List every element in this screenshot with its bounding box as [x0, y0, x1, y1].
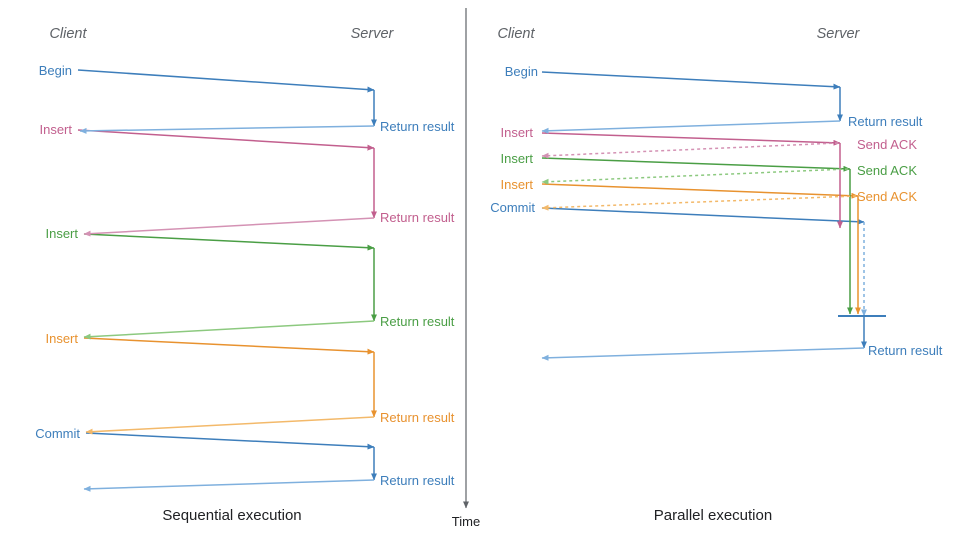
- client-message-label: Insert: [500, 177, 533, 192]
- arrow-begin-request: [77, 69, 375, 93]
- arrow-insert2-request: [541, 157, 851, 172]
- arrow-commit-request: [541, 207, 865, 225]
- server-message-label: Return result: [380, 410, 455, 425]
- actor-label-client: Client: [497, 26, 535, 42]
- arrow-insert1-response: [83, 217, 375, 237]
- actor-label-server: Server: [351, 26, 395, 42]
- actor-label-client: Client: [49, 26, 87, 42]
- arrow-insert2-request: [83, 233, 375, 251]
- server-message-label: Send ACK: [857, 163, 917, 178]
- client-message-label: Begin: [505, 64, 538, 79]
- arrow-ack1-response: [541, 142, 839, 159]
- panel-caption: Sequential execution: [162, 507, 301, 524]
- arrow-insert3-request: [83, 337, 375, 355]
- arrow-insert3-request: [541, 183, 859, 199]
- actor-label-server: Server: [817, 26, 861, 42]
- server-message-label: Return result: [380, 210, 455, 225]
- arrow-insert3-response: [85, 416, 375, 435]
- server-message-label: Send ACK: [857, 189, 917, 204]
- arrow-insert1-request: [77, 129, 375, 151]
- client-message-label: Insert: [45, 331, 78, 346]
- arrow-begin-response: [541, 120, 841, 134]
- panel-caption: Parallel execution: [654, 507, 772, 524]
- arrow-commit-response: [541, 347, 865, 361]
- arrow-commit-response: [83, 479, 375, 492]
- client-message-label: Insert: [500, 125, 533, 140]
- arrow-commit-request: [85, 432, 375, 450]
- arrow-ack3-response: [541, 195, 857, 211]
- server-message-label: Return result: [380, 119, 455, 134]
- time-axis-label: Time: [452, 514, 480, 529]
- client-message-label: Insert: [500, 151, 533, 166]
- client-message-label: Begin: [39, 63, 72, 78]
- client-message-label: Commit: [35, 426, 80, 441]
- arrow-ack2-response: [541, 168, 849, 185]
- arrow-insert1-request: [541, 132, 841, 146]
- arrow-insert2-response: [83, 320, 375, 340]
- server-message-label: Return result: [380, 473, 455, 488]
- client-message-label: Insert: [45, 226, 78, 241]
- server-message-label: Return result: [848, 114, 923, 129]
- server-message-label: Return result: [868, 343, 943, 358]
- server-message-label: Return result: [380, 314, 455, 329]
- arrow-begin-request: [541, 71, 841, 90]
- client-message-label: Insert: [39, 122, 72, 137]
- arrow-begin-response: [79, 125, 375, 134]
- client-message-label: Commit: [490, 200, 535, 215]
- server-message-label: Send ACK: [857, 137, 917, 152]
